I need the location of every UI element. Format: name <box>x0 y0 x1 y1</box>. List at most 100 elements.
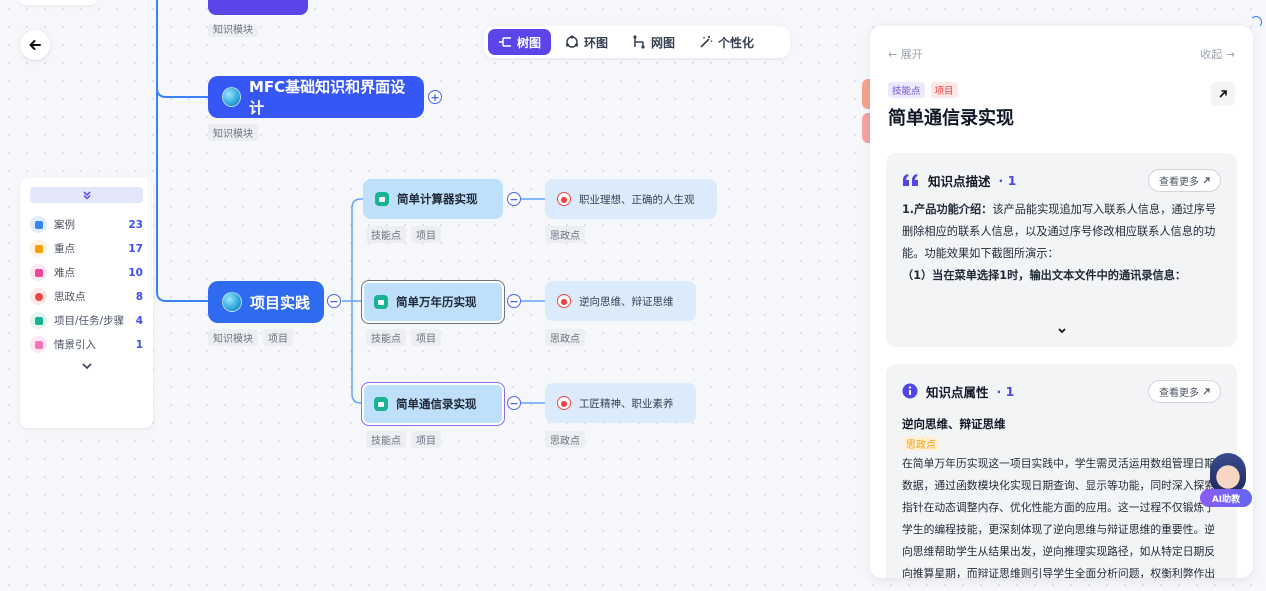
mindmap-node-partial[interactable] <box>208 0 308 15</box>
card-title: 知识点属性 · 1 <box>902 382 1014 401</box>
ideology-icon: ● <box>557 294 571 308</box>
mindmap-node-calendar[interactable]: 简单万年历实现 <box>361 280 505 324</box>
legend-label: 案例 <box>54 219 75 232</box>
description-body: 该产品能实现追加写入联系人信息，通过序号删除相应的联系人信息，以及通过序号修改相… <box>902 203 1217 260</box>
ai-assistant-label: AI助教 <box>1200 489 1252 507</box>
mindmap-leaf-craftsman[interactable]: ● 工匠精神、职业素养 <box>545 383 696 423</box>
legend-panel: 案例 23 重点 17 难点 10 思政点 8 项目/任务/步骤 4 情景引入 … <box>20 178 153 428</box>
view-toolbar: 树图 环图 网图 个性化 <box>484 26 790 58</box>
collapse-node-button[interactable]: − <box>507 294 521 308</box>
globe-icon <box>222 292 242 312</box>
tag: 知识模块 <box>208 329 258 346</box>
legend-expand-button[interactable] <box>30 361 143 371</box>
legend-item-case[interactable]: 案例 23 <box>30 213 143 237</box>
back-button[interactable] <box>20 30 50 60</box>
mindmap-leaf-thinking[interactable]: ● 逆向思维、辩证思维 <box>545 281 696 321</box>
view-more-label: 查看更多 <box>1159 176 1199 188</box>
legend-label: 思政点 <box>54 291 86 304</box>
leaf-label: 工匠精神、职业素养 <box>579 397 674 410</box>
project-icon <box>375 192 389 206</box>
mindmap-node-calculator[interactable]: 简单计算器实现 <box>363 179 503 219</box>
arrow-up-right-icon <box>1219 90 1227 98</box>
quote-icon <box>903 174 918 186</box>
legend-collapse-button[interactable] <box>30 187 143 203</box>
tab-label: 环图 <box>584 35 609 50</box>
card-count: · 1 <box>996 383 1015 399</box>
attribute-card: 知识点属性 · 1 查看更多 逆向思维、辩证思维 思政点 在简单万年历实现这一项… <box>886 364 1237 578</box>
leaf-tags: 思政点 <box>545 329 585 346</box>
tag: 思政点 <box>545 431 585 448</box>
leaf-label: 逆向思维、辩证思维 <box>579 295 674 308</box>
ideology-icon: ● <box>557 192 571 206</box>
tag: 知识模块 <box>208 124 258 141</box>
node-label: 简单万年历实现 <box>396 295 477 309</box>
ideology-icon <box>30 288 47 306</box>
arrow-up-right-icon <box>1203 176 1210 183</box>
legend-item-project[interactable]: 项目/任务/步骤 4 <box>30 309 143 333</box>
arrow-left-icon <box>29 40 41 50</box>
expand-link[interactable]: ← 展开 <box>888 48 923 61</box>
legend-item-scenario[interactable]: 情景引入 1 <box>30 333 143 357</box>
collapse-node-button[interactable]: − <box>507 192 521 206</box>
attribute-text: 在简单万年历实现这一项目实践中，学生需灵活运用数组管理日期数据，通过函数模块化实… <box>902 457 1216 578</box>
tab-label: 个性化 <box>718 35 755 50</box>
open-external-button[interactable] <box>1211 82 1235 106</box>
description-card: 知识点描述 · 1 查看更多 1.产品功能介绍：该产品能实现追加写入联系人信息，… <box>886 153 1237 347</box>
legend-label: 重点 <box>54 243 75 256</box>
view-more-button[interactable]: 查看更多 <box>1148 379 1221 403</box>
mindmap-connectors <box>156 0 545 404</box>
collapse-link[interactable]: 收起 → <box>1200 48 1235 61</box>
ideology-tag: 思政点 <box>902 436 940 451</box>
tag-project: 项目 <box>930 82 958 98</box>
tab-network-view[interactable]: 网图 <box>622 29 685 55</box>
view-more-button[interactable]: 查看更多 <box>1148 168 1221 192</box>
node-label: 项目实践 <box>250 293 311 312</box>
legend-item-key-point[interactable]: 重点 17 <box>30 237 143 261</box>
ideology-icon: ● <box>557 396 571 410</box>
node-tags: 技能点 项目 <box>366 226 441 243</box>
tab-tree-view[interactable]: 树图 <box>488 29 552 55</box>
tag: 项目 <box>411 431 441 448</box>
card-count: · 1 <box>998 172 1017 188</box>
ai-assistant-button[interactable]: AI助教 <box>1200 453 1252 511</box>
leaf-tags: 思政点 <box>545 431 585 448</box>
mindmap-node-project[interactable]: 项目实践 <box>208 281 324 323</box>
mindmap-node-mfc[interactable]: MFC基础知识和界面设计 <box>208 76 424 118</box>
tag: 技能点 <box>366 329 406 346</box>
attribute-subtitle: 逆向思维、辩证思维 <box>902 417 1006 431</box>
node-label: 简单计算器实现 <box>397 192 478 206</box>
mindmap-leaf-career[interactable]: ● 职业理想、正确的人生观 <box>545 179 717 219</box>
chevron-down-icon <box>1057 328 1066 334</box>
node-tags: 技能点 项目 <box>366 431 441 448</box>
tag-skill: 技能点 <box>888 82 925 98</box>
tab-custom-view[interactable]: 个性化 <box>689 29 764 55</box>
tag: 技能点 <box>366 431 406 448</box>
expand-node-button[interactable]: + <box>428 90 442 104</box>
description-lead: 1.产品功能介绍： <box>902 203 993 216</box>
network-icon <box>633 35 645 49</box>
mindmap-node-contacts[interactable]: 简单通信录实现 <box>361 382 505 426</box>
leaf-label: 职业理想、正确的人生观 <box>579 193 695 206</box>
legend-item-ideology[interactable]: 思政点 8 <box>30 285 143 309</box>
tag: 项目 <box>411 226 441 243</box>
node-tags: 知识模块 <box>208 124 258 141</box>
card-title: 知识点描述 · 1 <box>902 171 1016 190</box>
legend-count: 1 <box>135 338 143 351</box>
collapse-node-button[interactable]: − <box>507 396 521 410</box>
legend-item-difficult-point[interactable]: 难点 10 <box>30 261 143 285</box>
legend-label: 难点 <box>54 267 75 280</box>
expand-description-button[interactable] <box>886 327 1237 335</box>
legend-label: 项目/任务/步骤 <box>54 315 125 328</box>
node-label: MFC基础知识和界面设计 <box>248 78 406 117</box>
description-sub: （1）当在菜单选择1时，输出文本文件中的通讯录信息： <box>902 269 1187 282</box>
side-tab[interactable] <box>862 113 872 143</box>
legend-label: 情景引入 <box>54 339 96 352</box>
key-point-icon <box>30 240 47 258</box>
tag: 思政点 <box>545 226 585 243</box>
tag: 项目 <box>263 329 293 346</box>
ring-icon <box>565 35 579 48</box>
collapse-node-button[interactable]: − <box>327 294 341 308</box>
tab-ring-view[interactable]: 环图 <box>555 29 618 55</box>
info-icon <box>902 383 918 399</box>
side-tab[interactable] <box>862 79 872 109</box>
